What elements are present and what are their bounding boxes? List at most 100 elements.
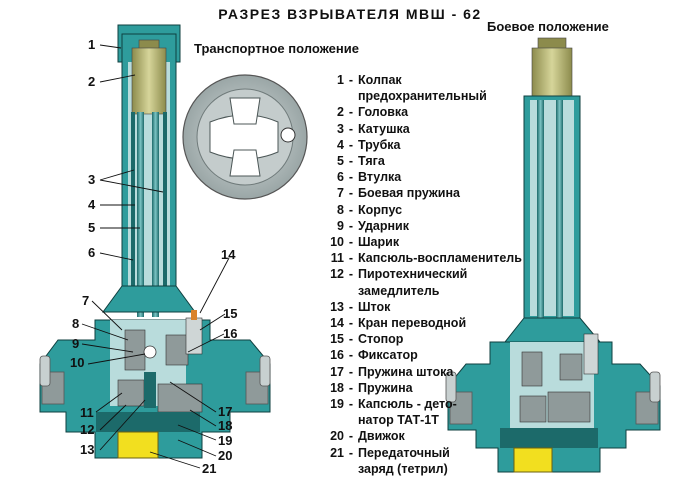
- legend-dash: -: [348, 218, 354, 233]
- legend-dash: [344, 412, 358, 428]
- callout-21: 21: [202, 461, 217, 476]
- legend-item: 2-Головка: [318, 104, 522, 120]
- legend-item: 8-Корпус: [318, 202, 522, 218]
- callout-8: 8: [72, 316, 80, 331]
- legend-number: 15: [330, 332, 344, 347]
- legend-dash: -: [348, 73, 354, 87]
- legend-item: 15-Стопор: [318, 331, 522, 347]
- combat-inner-tube: [556, 100, 563, 332]
- combat-spring: [124, 329, 146, 371]
- callout-2: 2: [88, 74, 96, 89]
- legend-item: 17-Пружина штока: [318, 364, 522, 380]
- legend-label: Капсюль - дето-: [358, 397, 457, 412]
- legend-item: 5-Тяга: [318, 153, 522, 169]
- legend-number: 8: [337, 202, 344, 217]
- stopper: [165, 334, 189, 366]
- inner-tube: [152, 112, 159, 317]
- legend-number: 17: [330, 364, 344, 379]
- legend-label: Стопор: [358, 332, 404, 347]
- legend-item: 12-Пиротехнический: [318, 266, 522, 282]
- combat-head: [531, 47, 573, 97]
- legend-item: 16-Фиксатор: [318, 347, 522, 363]
- combat-stopper: [559, 353, 583, 381]
- legend-dash: -: [348, 348, 354, 363]
- legend-item: 21-Передаточный: [318, 445, 522, 461]
- legend-label: Пружина: [358, 380, 413, 395]
- combat-slider: [547, 391, 591, 423]
- igniter: [117, 379, 145, 407]
- legend-item: замедлитель: [318, 283, 522, 299]
- callout-7: 7: [82, 293, 90, 308]
- ball: [143, 345, 157, 359]
- stem: [144, 372, 156, 408]
- combat-lug-left: [445, 371, 457, 403]
- legend-dash: -: [348, 445, 354, 460]
- head: [131, 47, 167, 115]
- legend-dash: -: [348, 299, 354, 314]
- callout-5: 5: [88, 220, 96, 235]
- callout-13: 13: [80, 442, 95, 457]
- cross-section-inset: [182, 74, 308, 200]
- legend-number: 13: [330, 299, 344, 314]
- legend-item: 18-Пружина: [318, 380, 522, 396]
- combat-detonator-plate: [500, 428, 598, 448]
- legend-number: [318, 88, 344, 104]
- legend-number: 21: [330, 445, 344, 460]
- detonator-plate: [96, 412, 200, 432]
- callout-14: 14: [221, 247, 236, 262]
- combat-transfer-charge: [513, 447, 553, 473]
- legend-label: Пиротехнический: [358, 267, 468, 282]
- legend-number: 14: [330, 316, 344, 331]
- legend-label: Шток: [358, 299, 391, 314]
- legend-dash: -: [348, 267, 354, 282]
- body-shoulder: [102, 285, 196, 313]
- legend-label: Пружина штока: [358, 364, 454, 379]
- legend-dash: -: [348, 364, 354, 379]
- legend-dash: -: [348, 397, 354, 412]
- callout-15: 15: [223, 306, 238, 321]
- legend-number: [318, 412, 344, 428]
- pull-rod: [137, 112, 144, 317]
- callout-16: 16: [223, 326, 238, 341]
- legend-number: 7: [337, 186, 344, 201]
- callout-3: 3: [88, 172, 96, 187]
- coil: [131, 112, 135, 287]
- legend-number: 18: [330, 380, 344, 395]
- transfer-charge: [117, 431, 159, 459]
- coil-right: [163, 112, 167, 287]
- callout-9: 9: [72, 336, 80, 351]
- combat-tube-bore: [530, 100, 574, 316]
- legend-dash: -: [348, 332, 354, 347]
- legend-dash: [344, 461, 358, 477]
- legend-label: Головка: [358, 105, 409, 120]
- legend-item: натор ТАТ-1Т: [318, 412, 522, 428]
- combat-transfer-cock: [583, 333, 599, 375]
- legend-number: 20: [330, 429, 344, 444]
- callout-10: 10: [70, 355, 85, 370]
- callout-1: 1: [88, 37, 96, 52]
- legend-item: 4-Трубка: [318, 137, 522, 153]
- legend-number: 12: [330, 267, 344, 282]
- callout-6: 6: [88, 245, 96, 260]
- combat-igniter: [519, 395, 547, 423]
- legend-dash: -: [348, 154, 354, 169]
- legend-number: 19: [330, 397, 344, 412]
- legend-label: натор ТАТ-1Т: [358, 413, 439, 428]
- callout-11: 11: [80, 405, 94, 420]
- legend-label: Капсюль-воспламенитель: [358, 251, 522, 266]
- legend-label: Движок: [358, 429, 405, 444]
- legend-label: Колпак: [358, 73, 402, 87]
- combat-spring: [521, 351, 543, 387]
- legend-label: Корпус: [358, 202, 403, 217]
- legend-label: Трубка: [358, 137, 401, 152]
- legend-number: 9: [337, 218, 344, 233]
- legend-label: Передаточный: [358, 445, 450, 460]
- lug-left: [39, 355, 51, 387]
- lug-right: [259, 355, 271, 387]
- legend-item: 1-Колпак: [318, 72, 522, 88]
- legend-label: заряд (тетрил): [358, 461, 448, 476]
- diagram-title: РАЗРЕЗ ВЗРЫВАТЕЛЯ МВШ - 62: [218, 6, 482, 22]
- callout-20: 20: [218, 448, 233, 463]
